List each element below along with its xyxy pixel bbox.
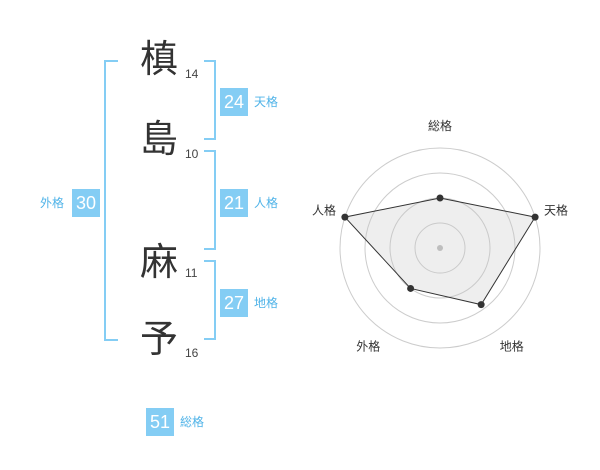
radar-point-2 <box>531 213 539 221</box>
gaikaku-bracket <box>104 60 118 341</box>
radar-axis-label: 総格 <box>428 118 452 133</box>
radar-point-3 <box>477 301 485 309</box>
tenkaku-bracket <box>204 60 216 140</box>
stroke-count-3: 11 <box>185 266 198 280</box>
radar-center-dot <box>437 245 443 251</box>
tenkaku-label: 天格 <box>254 95 279 109</box>
stroke-count-2: 10 <box>185 147 199 161</box>
radar-ring <box>364 172 516 324</box>
tenkaku-value: 24 <box>220 88 248 116</box>
gaikaku-label: 外格 <box>40 196 65 210</box>
radar-axis-label: 天格 <box>544 202 568 217</box>
soukaku-value: 51 <box>146 408 174 436</box>
radar-point-4 <box>407 284 415 292</box>
chikaku-label: 地格 <box>254 296 279 310</box>
name-char-4: 予 <box>140 317 179 361</box>
radar-point-5 <box>341 213 349 221</box>
gaikaku-value: 30 <box>72 189 100 217</box>
stroke-count-1: 14 <box>185 67 199 81</box>
chikaku-bracket <box>204 260 216 340</box>
radar-point-1 <box>436 194 444 202</box>
jinkaku-bracket <box>204 150 216 250</box>
radar-ring <box>339 147 541 349</box>
stroke-count-4: 16 <box>185 346 199 360</box>
name-char-1: 槙 <box>140 37 179 81</box>
name-char-2: 島 <box>140 117 179 161</box>
jinkaku-label: 人格 <box>254 196 279 210</box>
radar-ring <box>414 222 466 274</box>
radar-polygon <box>343 197 536 306</box>
radar-axis-label: 人格 <box>312 202 336 217</box>
jinkaku-value: 21 <box>220 189 248 217</box>
soukaku-label: 総格 <box>180 415 205 429</box>
name-char-3: 麻 <box>140 240 179 284</box>
chikaku-value: 27 <box>220 289 248 317</box>
radar-axis-label: 外格 <box>356 339 380 354</box>
radar-axis-label: 地格 <box>500 339 524 354</box>
